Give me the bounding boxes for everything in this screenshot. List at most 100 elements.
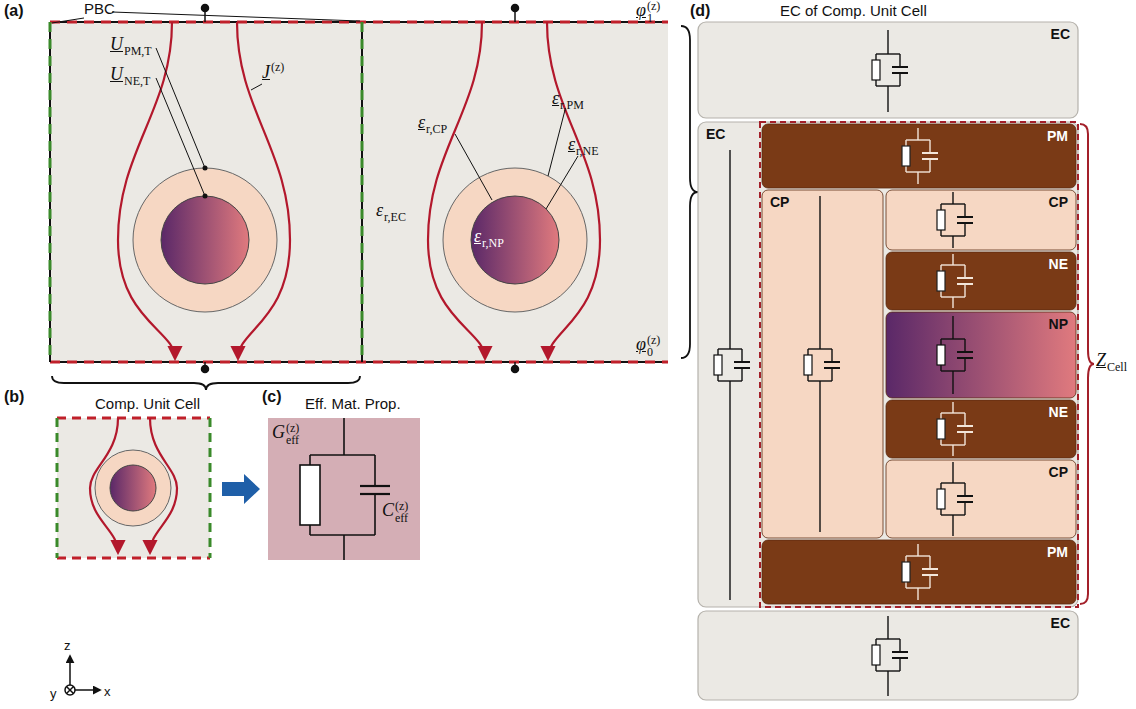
circuit-stroke	[941, 514, 965, 515]
circuit-stroke	[741, 368, 742, 381]
circuit-stroke	[899, 73, 900, 86]
panel-c-effective	[268, 418, 420, 560]
math-label: ε	[552, 88, 559, 108]
circuit-stroke	[941, 235, 965, 236]
axis-label: y	[50, 686, 57, 701]
label-group: εr,NP	[474, 226, 504, 247]
panel-label: (c)	[262, 388, 282, 405]
math-label: NE,T	[124, 74, 150, 88]
layer-label: EC	[706, 127, 725, 142]
circuit-stroke	[957, 216, 973, 218]
circuit-stroke	[717, 349, 718, 355]
layer-box: NE	[886, 400, 1076, 458]
circuit-stroke	[952, 297, 953, 308]
resistor-symbol	[902, 146, 910, 166]
layer-box: PM	[762, 124, 1076, 188]
circuit-stroke	[952, 402, 953, 413]
circuit-stroke	[940, 339, 941, 345]
circuit-stroke	[887, 30, 888, 54]
math-label: 1	[647, 12, 660, 24]
layer-box: PM	[762, 540, 1076, 604]
circuit-stroke	[906, 139, 930, 140]
math-label: (z)	[271, 60, 284, 74]
circuit-stroke	[892, 66, 908, 68]
math-label: r,EC	[384, 210, 406, 224]
layer-label: CP	[1049, 195, 1068, 210]
layer-box: CP	[886, 190, 1076, 250]
layer-label: CP	[1049, 465, 1068, 480]
circuit-stroke	[957, 431, 973, 433]
layer-label: NP	[1049, 317, 1068, 332]
layer-box: EC	[698, 22, 1078, 118]
layer-label: EC	[1051, 616, 1070, 631]
panel-b-unit-cell	[57, 418, 260, 695]
math-label: eff	[286, 434, 299, 446]
circuit-stroke	[929, 159, 930, 172]
circuit-stroke	[957, 357, 973, 359]
circuit-stroke	[808, 348, 832, 349]
layer-box	[886, 460, 1076, 538]
circuit-stroke	[899, 54, 900, 67]
circuit-stroke	[899, 658, 900, 671]
layer-box	[698, 22, 1078, 118]
layer-box: EC PM CP CP NE NP NE CP PM	[698, 122, 1078, 607]
circuit-stroke	[734, 367, 750, 369]
panel-label: (a)	[4, 2, 24, 19]
circuit-stroke	[952, 192, 953, 204]
circuit-stroke	[807, 375, 808, 381]
layer-label: PM	[1047, 129, 1068, 144]
label-group: (c)	[262, 388, 282, 406]
layer-label: CP	[770, 195, 789, 210]
circuit-stroke	[964, 432, 965, 445]
circuit-stroke	[917, 128, 918, 140]
circuit-stroke	[929, 575, 930, 588]
circuit-stroke	[831, 349, 832, 362]
circuit-stroke	[922, 574, 938, 576]
circuit-stroke	[905, 556, 906, 562]
math-label: C	[382, 500, 394, 520]
circuit-stroke	[941, 444, 965, 445]
circuit-stroke	[940, 291, 941, 297]
text-label: PBC	[84, 0, 115, 17]
resistor-symbol	[872, 60, 880, 80]
circuit-stroke	[729, 381, 730, 600]
circuit-stroke	[952, 371, 953, 394]
label-group: ZCell	[1096, 350, 1127, 371]
label-group: εr,EC	[376, 200, 406, 221]
circuit-stroke	[734, 361, 750, 363]
text-label: EC of Comp. Unit Cell	[780, 2, 927, 19]
circuit-stroke	[964, 265, 965, 278]
math-label: (z)	[395, 500, 408, 512]
circuit-stroke	[887, 86, 888, 112]
circuit-stroke	[964, 502, 965, 515]
circuit-stroke	[824, 361, 840, 363]
layer-label: NE	[1049, 257, 1068, 272]
math-label: φ	[636, 334, 646, 354]
text-label: Comp. Unit Cell	[95, 395, 200, 412]
circuit-stroke	[964, 204, 965, 217]
layer-label: EC	[1051, 27, 1070, 42]
circuit-stroke	[718, 380, 742, 381]
label-group: (b)	[4, 388, 24, 406]
panel-a-cells	[50, 5, 698, 391]
circuit-stroke	[952, 254, 953, 265]
math-label: φ	[636, 0, 646, 20]
circuit-stroke	[964, 223, 965, 236]
circuit-stroke	[922, 152, 938, 154]
bracket	[1080, 124, 1094, 604]
circuit-stroke	[729, 150, 730, 349]
layer-box	[886, 252, 1076, 310]
math-label: ε	[376, 200, 383, 220]
math-label: (z)	[647, 334, 660, 346]
circuit-stroke	[876, 85, 900, 86]
circuit-stroke	[941, 296, 965, 297]
math-label: Cell	[1107, 360, 1127, 374]
script-stack: (z)eff	[286, 422, 299, 446]
resistor-symbol	[902, 562, 910, 582]
circuit-stroke	[892, 72, 908, 74]
circuit-stroke	[717, 375, 718, 381]
resistor-symbol	[937, 271, 945, 291]
circuit-stroke	[876, 53, 900, 54]
circuit-stroke	[906, 171, 930, 172]
math-label: Z	[1096, 350, 1106, 370]
